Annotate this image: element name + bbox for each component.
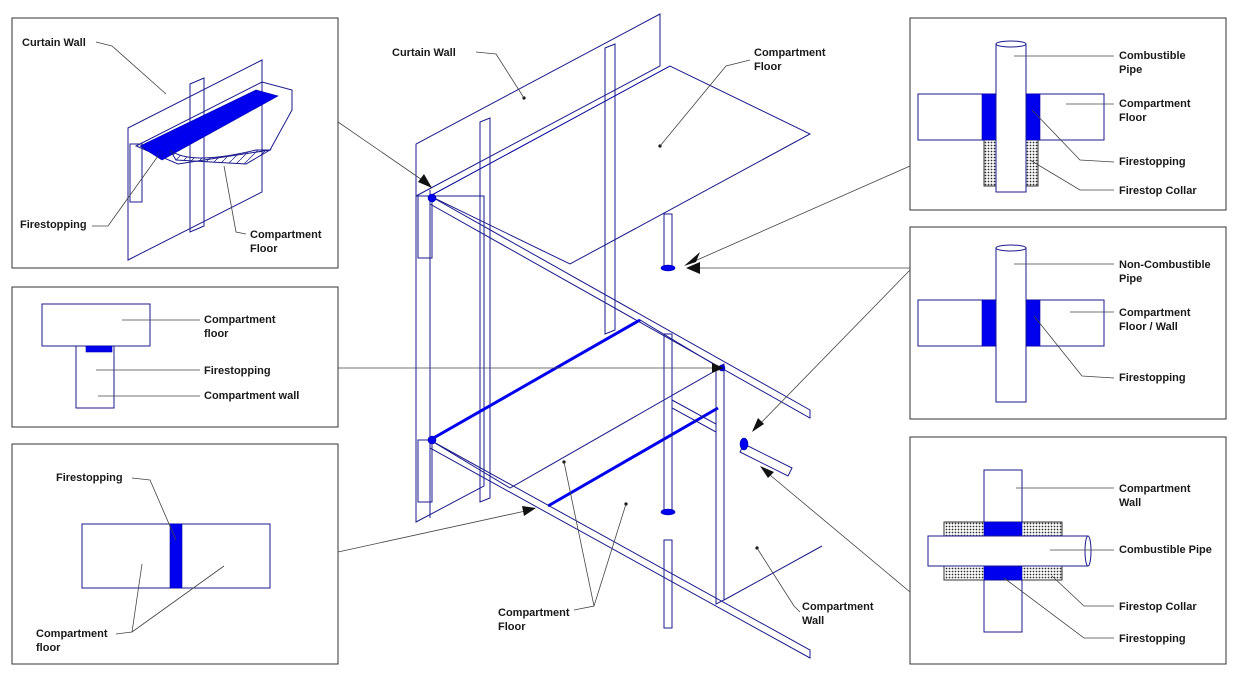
curtain-wall-detail-drawing	[127, 59, 293, 261]
center-floor-bottom-label-1: Compartment	[498, 607, 570, 619]
tl-floor-label-2: Floor	[250, 243, 278, 255]
br-wall-label-1: Compartment	[1119, 483, 1191, 495]
combustible-pipe-floor-drawing	[917, 40, 1105, 193]
tr-firestopping-label: Firestopping	[1119, 156, 1186, 168]
bl-floor-label-2: floor	[36, 642, 61, 654]
connector-arrows	[337, 121, 911, 593]
tr-collar-label: Firestop Collar	[1119, 185, 1197, 197]
bl-floor-label-1: Compartment	[36, 628, 108, 640]
detail-panel-curtain-wall	[11, 17, 339, 269]
br-firestopping-label: Firestopping	[1119, 633, 1186, 645]
mr-pipe-label-1: Non-Combustible	[1119, 259, 1211, 271]
br-pipe-label: Combustible Pipe	[1119, 544, 1212, 556]
mr-pipe-label-2: Pipe	[1119, 273, 1142, 285]
ml-firestopping-label: Firestopping	[204, 365, 271, 377]
non-combustible-pipe-drawing	[917, 244, 1105, 403]
combustible-pipe-wall-drawing	[927, 469, 1092, 633]
tr-floor-label-2: Floor	[1119, 112, 1147, 124]
br-collar-label: Firestop Collar	[1119, 601, 1197, 613]
mr-firestopping-label: Firestopping	[1119, 372, 1186, 384]
tl-floor-label-1: Compartment	[250, 229, 322, 241]
detail-panel-compartment-wall	[11, 286, 339, 428]
center-floor-bottom-label-2: Floor	[498, 621, 526, 633]
detail-panel-floor-joint	[11, 443, 339, 665]
floor-joint-detail-drawing	[81, 523, 271, 589]
tr-floor-label-1: Compartment	[1119, 98, 1191, 110]
ml-floor-label-1: Compartment	[204, 314, 276, 326]
detail-panel-combustible-pipe-wall	[909, 436, 1227, 665]
center-wall-label-1: Compartment	[802, 601, 874, 613]
ml-wall-label: Compartment wall	[204, 390, 299, 402]
tl-curtain-wall-label: Curtain Wall	[22, 37, 86, 49]
bl-firestopping-label: Firestopping	[56, 472, 123, 484]
center-floor-top-label-2: Floor	[754, 61, 782, 73]
center-floor-top-label-1: Compartment	[754, 47, 826, 59]
tl-firestopping-label: Firestopping	[20, 219, 87, 231]
tr-pipe-label-2: Pipe	[1119, 64, 1142, 76]
mr-floor-label-2: Floor / Wall	[1119, 321, 1178, 333]
compartment-wall-detail-drawing	[41, 303, 151, 409]
br-wall-label-2: Wall	[1119, 497, 1141, 509]
center-isometric: Curtain Wall Compartment Floor Compartme…	[392, 13, 874, 659]
center-wall-label-2: Wall	[802, 615, 824, 627]
tr-pipe-label-1: Combustible	[1119, 50, 1186, 62]
mr-floor-label-1: Compartment	[1119, 307, 1191, 319]
center-curtain-wall-label: Curtain Wall	[392, 47, 456, 59]
detail-panel-non-combustible-pipe	[909, 226, 1227, 420]
ml-floor-label-2: floor	[204, 328, 229, 340]
detail-panel-combustible-pipe-floor	[909, 17, 1227, 211]
